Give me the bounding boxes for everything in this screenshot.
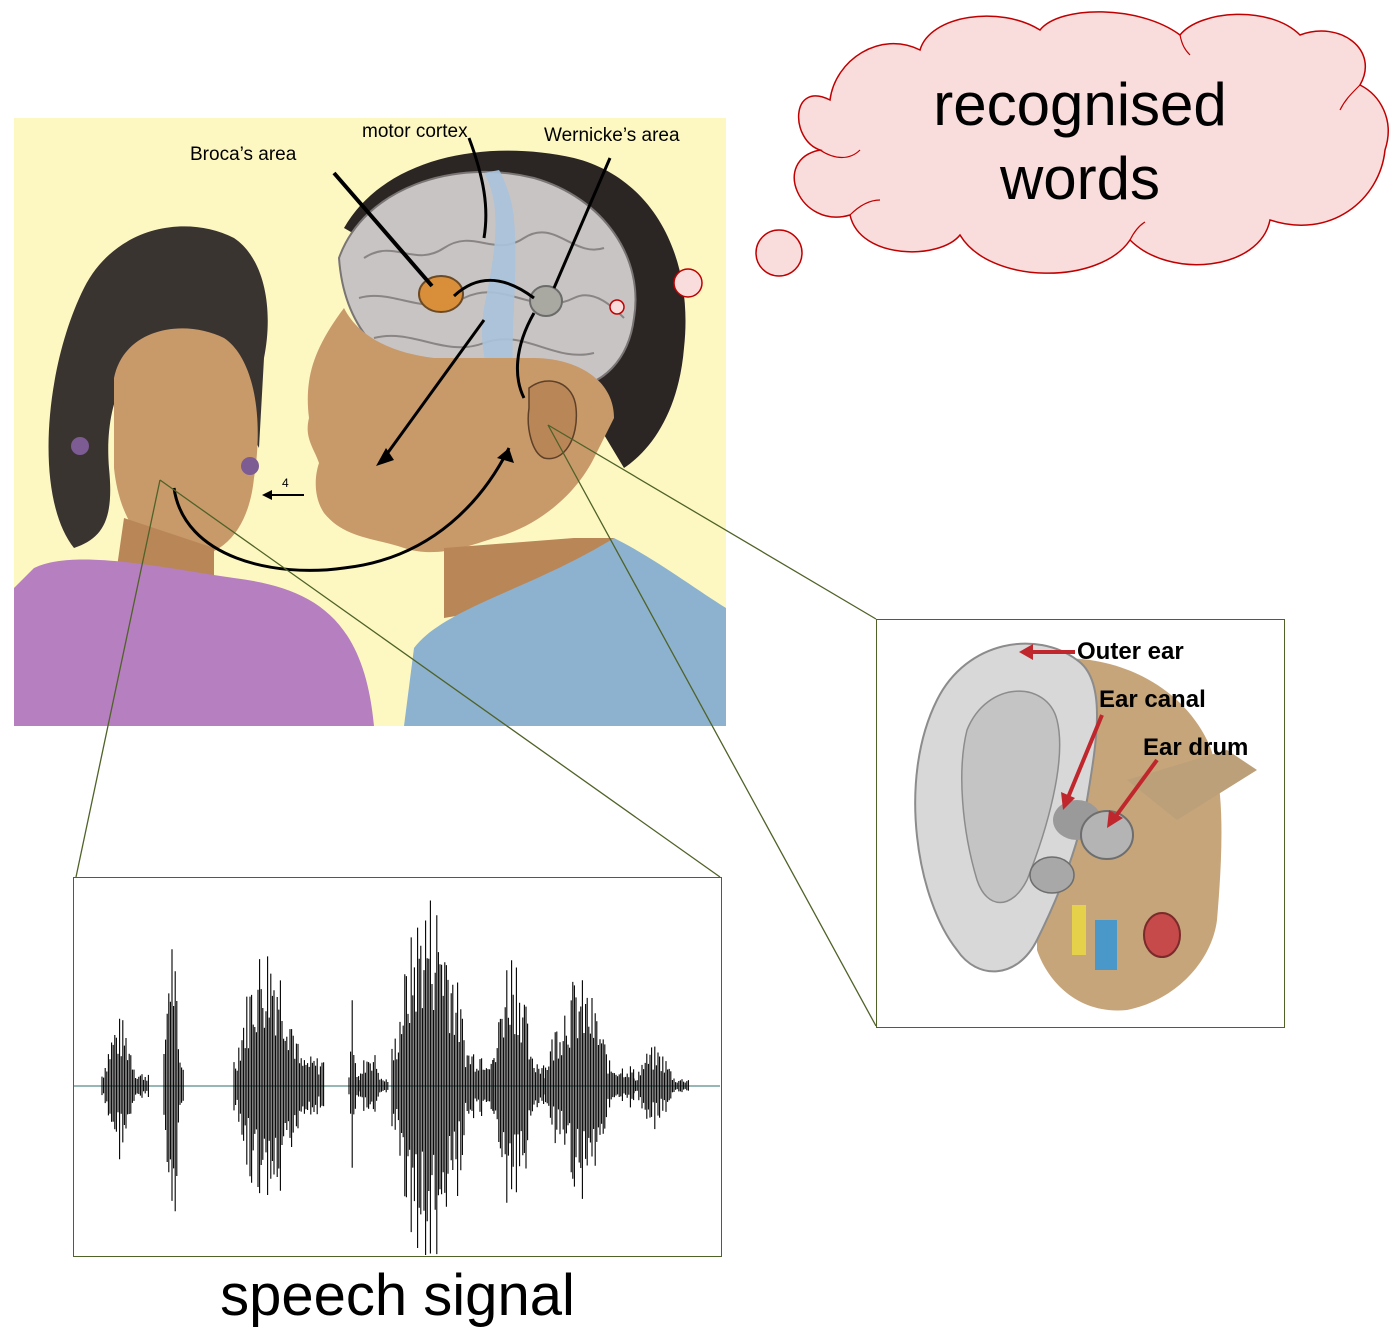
wernicke-area-label: Wernicke’s area: [544, 125, 680, 147]
ear-drawing: [877, 620, 1285, 1028]
thought-bubble-large: [756, 230, 802, 276]
ear-anatomy-inset: Outer ear Ear canal Ear drum: [876, 619, 1285, 1028]
motor-cortex-label: motor cortex: [362, 121, 468, 143]
ear-drum-shape: [1081, 811, 1133, 859]
ear-drum-label: Ear drum: [1143, 734, 1248, 762]
thought-line-2: words: [880, 142, 1280, 216]
brain-speech-illustration: 4 Broca’s area motor cortex Wernicke’s a…: [14, 118, 726, 726]
arrow-number-label: 4: [282, 476, 289, 490]
thought-line-1: recognised: [880, 68, 1280, 142]
ear-canal-label: Ear canal: [1099, 686, 1206, 714]
thought-bubble-text: recognised words: [880, 68, 1280, 216]
speech-waveform: [74, 878, 720, 1255]
waveform-strokes: [102, 901, 688, 1256]
broca-area-label: Broca’s area: [190, 144, 296, 166]
speech-signal-caption: speech signal: [73, 1262, 722, 1329]
faces-drawing: 4: [14, 118, 726, 726]
speech-waveform-box: [73, 877, 722, 1257]
wernicke-area: [530, 286, 562, 316]
outer-ear-label: Outer ear: [1077, 638, 1184, 666]
